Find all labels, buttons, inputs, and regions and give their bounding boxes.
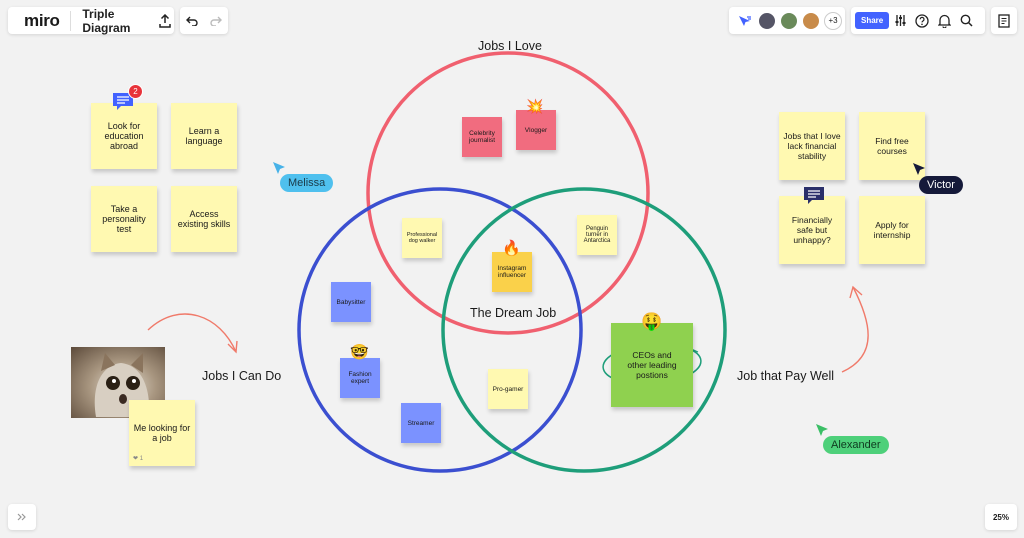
right-toolbar: Share <box>851 7 985 34</box>
cursor-pointer-icon <box>272 161 286 180</box>
reaction-count[interactable]: ❤ 1 <box>133 456 144 462</box>
export-icon[interactable] <box>155 8 174 34</box>
settings-sliders-icon[interactable] <box>889 8 911 34</box>
miro-logo[interactable]: miro <box>24 10 60 30</box>
nerd-emoji: 🤓 <box>350 344 369 361</box>
sticky-note[interactable]: Access existing skills <box>171 186 237 252</box>
arrowhead <box>849 285 863 299</box>
sticky-note[interactable]: Financially safe but unhappy? <box>779 196 845 264</box>
cursor-pointer-icon <box>912 162 926 181</box>
sticky-note[interactable]: Pro-gamer <box>488 369 528 409</box>
label-job-that-pay-well: Job that Pay Well <box>737 369 835 383</box>
money-emoji: 🤑 <box>641 312 663 331</box>
zoom-level-button[interactable]: 25% <box>985 504 1017 530</box>
zoom-level: 25% <box>992 512 1009 522</box>
top-left-toolbar: miro Triple Diagram <box>8 6 174 35</box>
comment-icon[interactable]: 2 <box>112 84 143 112</box>
notes-list-icon[interactable] <box>991 8 1017 34</box>
bell-icon[interactable] <box>933 8 955 34</box>
sticky-note[interactable]: Find free courses <box>859 112 925 180</box>
expand-toolbar-button[interactable] <box>8 504 36 530</box>
sticky-note[interactable]: CEOs and other leading postions <box>611 323 693 407</box>
boom-emoji: 💥 <box>526 98 544 114</box>
sticky-note[interactable]: Professional dog walker <box>402 218 442 258</box>
double-chevron-right-icon <box>17 513 26 521</box>
comment-icon[interactable] <box>803 186 825 206</box>
sticky-note[interactable]: Instagram influencer <box>492 252 532 292</box>
sticky-note[interactable]: Streamer <box>401 403 441 443</box>
undo-redo-toolbar <box>180 7 228 34</box>
cursor-label-melissa: Melissa <box>280 174 334 192</box>
redo-icon[interactable] <box>206 8 226 34</box>
share-button[interactable]: Share <box>855 12 890 29</box>
sticky-note[interactable]: Me looking for a job <box>129 400 195 466</box>
comment-count-badge: 2 <box>128 84 143 99</box>
more-collaborators-badge[interactable]: +3 <box>824 11 842 30</box>
arrow-from-pay-well <box>841 286 869 373</box>
board-title[interactable]: Triple Diagram <box>82 6 131 35</box>
collaborators-toolbar: +3 <box>729 7 845 34</box>
sticky-note[interactable]: Jobs that I love lack financial stabilit… <box>779 112 845 180</box>
arrowhead <box>227 340 238 354</box>
undo-icon[interactable] <box>182 8 202 34</box>
label-dream-job: The Dream Job <box>470 306 557 320</box>
avatar[interactable] <box>801 10 821 31</box>
notes-panel-toolbar <box>991 7 1017 34</box>
avatar[interactable] <box>779 10 799 31</box>
cursor-pointer-icon <box>815 423 829 442</box>
fire-emoji: 🔥 <box>502 240 521 257</box>
sticky-note[interactable]: Apply for internship <box>859 196 925 264</box>
avatar[interactable] <box>757 10 777 31</box>
label-jobs-i-love: Jobs I Love <box>478 39 542 53</box>
cursor-follow-icon[interactable] <box>735 8 755 34</box>
help-icon[interactable] <box>911 8 933 34</box>
cursor-label-alexander: Alexander <box>823 436 889 454</box>
label-jobs-i-can-do: Jobs I Can Do <box>202 369 282 383</box>
sticky-note[interactable]: Penguin turner in Antarctica <box>577 215 617 255</box>
search-icon[interactable] <box>955 8 977 34</box>
sticky-note[interactable]: Babysitter <box>331 282 371 322</box>
sticky-note[interactable]: Vlogger <box>516 110 556 150</box>
cursor-label-victor: Victor <box>919 176 963 194</box>
sticky-note[interactable]: Look for education abroad <box>91 103 157 169</box>
divider <box>69 10 71 31</box>
sticky-note[interactable]: Take a personality test <box>91 186 157 252</box>
sticky-note[interactable]: Learn a language <box>171 103 237 169</box>
sticky-note[interactable]: Fashion expert <box>340 358 380 398</box>
sticky-note[interactable]: Celebrity journalist <box>462 117 502 157</box>
